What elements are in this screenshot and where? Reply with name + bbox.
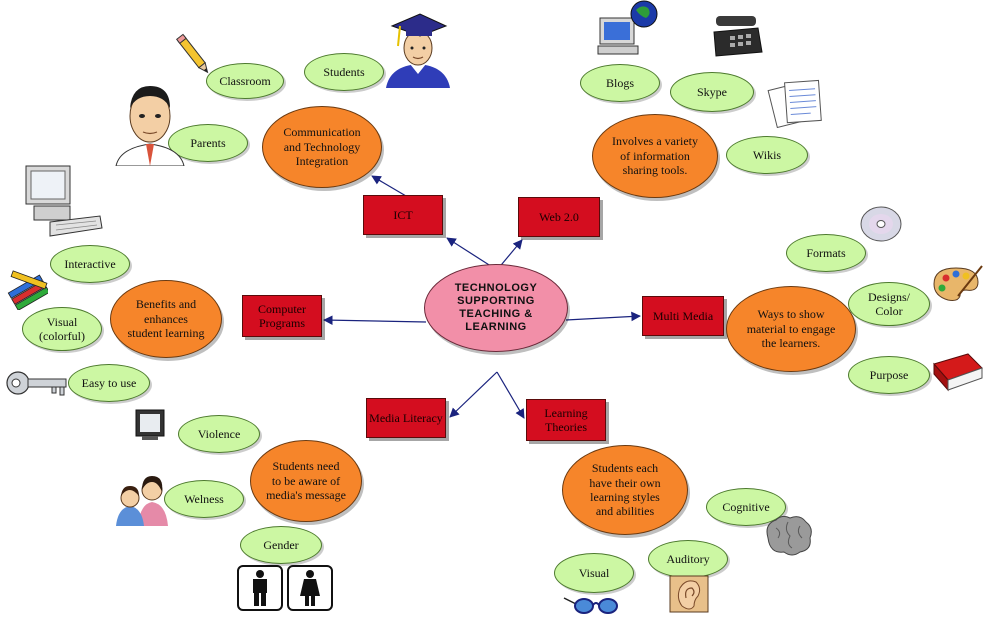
branch-computer-programs[interactable]: Computer Programs bbox=[242, 295, 322, 337]
item-parents[interactable]: Parents bbox=[168, 124, 248, 162]
arrow-to-medialit bbox=[449, 371, 498, 418]
item-gender[interactable]: Gender bbox=[240, 526, 322, 564]
item-interactive[interactable]: Interactive bbox=[50, 245, 130, 283]
item-purpose[interactable]: Purpose bbox=[848, 356, 930, 394]
item-wikis[interactable]: Wikis bbox=[726, 136, 808, 174]
item-blogs[interactable]: Blogs bbox=[580, 64, 660, 102]
item-visual[interactable]: Visual bbox=[554, 553, 634, 593]
item-easy-to-use[interactable]: Easy to use bbox=[68, 364, 150, 402]
desktop-computer-icon bbox=[20, 160, 104, 244]
key-icon bbox=[4, 366, 70, 400]
item-skype[interactable]: Skype bbox=[670, 72, 754, 112]
restroom-icon bbox=[236, 564, 334, 612]
ict-description[interactable]: Communication and Technology Integration bbox=[262, 106, 382, 188]
item-formats[interactable]: Formats bbox=[786, 234, 866, 272]
computer-globe-icon bbox=[596, 0, 666, 58]
paint-palette-icon bbox=[928, 262, 984, 304]
item-cognitive[interactable]: Cognitive bbox=[706, 488, 786, 526]
arrow-to-ict-description bbox=[371, 175, 407, 197]
item-classroom[interactable]: Classroom bbox=[206, 63, 284, 99]
branch-multi-media[interactable]: Multi Media bbox=[642, 296, 724, 336]
brain-icon bbox=[762, 512, 814, 558]
branch-media-literacy[interactable]: Media Literacy bbox=[366, 398, 446, 438]
crayons-icon bbox=[2, 266, 48, 310]
book-icon bbox=[930, 348, 984, 394]
papers-icon bbox=[766, 78, 828, 128]
computer-programs-description[interactable]: Benefits and enhances student learning bbox=[110, 280, 222, 358]
item-violence[interactable]: Violence bbox=[178, 415, 260, 453]
item-students[interactable]: Students bbox=[304, 53, 384, 91]
glasses-icon bbox=[562, 590, 620, 618]
family-icon bbox=[112, 470, 170, 526]
cd-icon bbox=[858, 204, 904, 244]
multi-media-description[interactable]: Ways to show material to engage the lear… bbox=[726, 286, 856, 372]
ear-icon bbox=[668, 574, 710, 614]
man-face-icon bbox=[112, 78, 188, 166]
central-topic[interactable]: TECHNOLOGY SUPPORTING TEACHING & LEARNIN… bbox=[424, 264, 568, 352]
arrow-to-computer bbox=[323, 315, 427, 325]
branch-ict[interactable]: ICT bbox=[363, 195, 443, 235]
arrow-to-learning bbox=[496, 371, 525, 419]
tv-icon bbox=[134, 408, 166, 442]
graduate-icon bbox=[380, 8, 456, 88]
media-literacy-description[interactable]: Students need to be aware of media's mes… bbox=[250, 440, 362, 522]
web-description[interactable]: Involves a variety of information sharin… bbox=[592, 114, 718, 198]
item-visual-colorful[interactable]: Visual (colorful) bbox=[22, 307, 102, 351]
item-auditory[interactable]: Auditory bbox=[648, 540, 728, 578]
item-welness[interactable]: Welness bbox=[164, 480, 244, 518]
telephone-icon bbox=[708, 12, 764, 60]
branch-web-2-0[interactable]: Web 2.0 bbox=[518, 197, 600, 237]
arrow-to-multimedia bbox=[565, 311, 641, 322]
branch-learning-theories[interactable]: Learning Theories bbox=[526, 399, 606, 441]
learning-theories-description[interactable]: Students each have their own learning st… bbox=[562, 445, 688, 535]
item-designs-color[interactable]: Designs/ Color bbox=[848, 282, 930, 326]
pencil-icon bbox=[176, 30, 212, 80]
